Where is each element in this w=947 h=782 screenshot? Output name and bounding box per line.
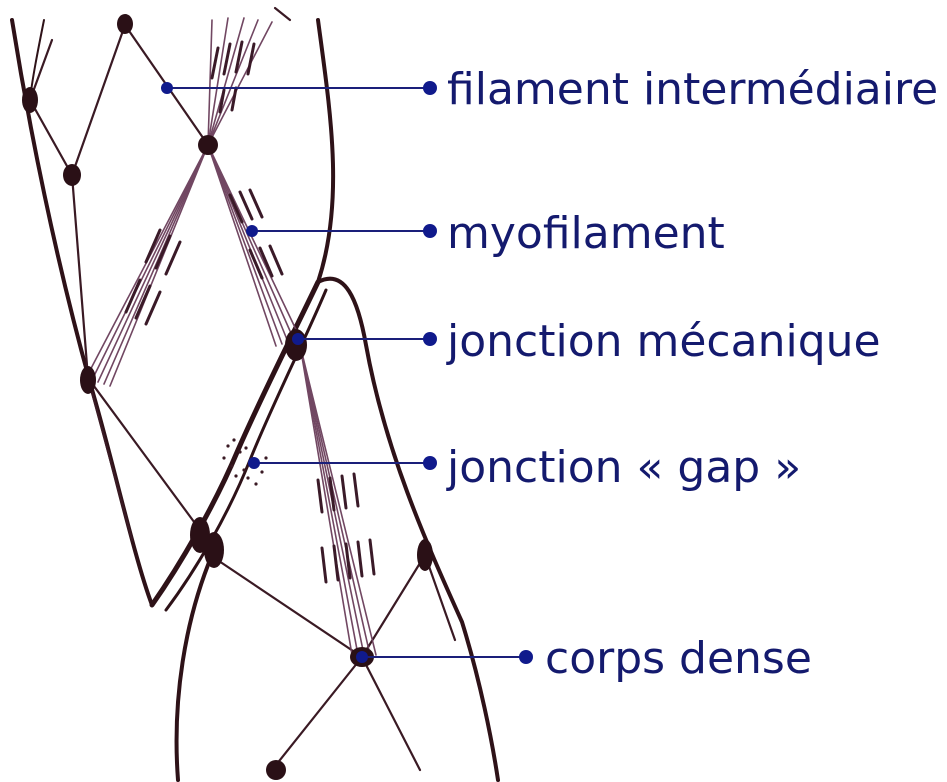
myofilament-strand: [208, 145, 276, 346]
speckle: [264, 456, 267, 459]
myofilament-strand: [208, 145, 282, 344]
leader-dot: [292, 333, 304, 345]
myofilament-strand: [208, 145, 294, 340]
myosin-dash: [322, 548, 326, 582]
dense-body: [117, 14, 133, 34]
speckle: [254, 482, 257, 485]
myofilament-strand: [208, 20, 258, 145]
filament-line: [362, 657, 420, 770]
dense-body: [266, 760, 286, 780]
myosin-dash: [136, 286, 150, 318]
label-filament-intermediaire: filament intermédiaire: [447, 68, 938, 112]
filament-line: [88, 378, 200, 530]
myosin-dashes: [126, 42, 374, 582]
myofilament-strand: [110, 145, 208, 386]
leader-dot: [423, 224, 437, 238]
dense-body: [204, 532, 224, 568]
speckle: [260, 470, 263, 473]
label-myofilament: myofilament: [447, 212, 725, 256]
leader-dot: [248, 457, 260, 469]
myosin-dash: [370, 540, 374, 574]
filament-line: [362, 555, 425, 657]
myofilaments: [86, 18, 376, 655]
myofilament-strand: [208, 18, 244, 145]
speckle: [226, 444, 229, 447]
dense-body: [80, 366, 96, 394]
label-jonction-gap: jonction « gap »: [447, 446, 801, 490]
myosin-dash: [354, 474, 358, 506]
myofilament-strand: [208, 145, 288, 342]
myofilament-strand: [300, 345, 358, 655]
myosin-dash: [270, 246, 282, 274]
myosin-dash: [232, 88, 236, 110]
label-corps-dense: corps dense: [545, 637, 812, 681]
leader-dot: [423, 332, 437, 346]
filament-line: [210, 555, 362, 657]
myosin-dash: [318, 480, 322, 512]
leader-dot: [519, 650, 533, 664]
dense-body: [63, 164, 81, 186]
leader-dot: [161, 82, 173, 94]
speckle: [244, 446, 247, 449]
myosin-dash: [250, 190, 262, 217]
dense-bodies: [22, 14, 433, 780]
filament-line: [88, 378, 132, 540]
leader-dot: [356, 651, 368, 663]
myofilament-strand: [300, 345, 376, 655]
speckle: [222, 456, 225, 459]
label-jonction-mecanique: jonction mécanique: [447, 320, 881, 364]
myosin-dash: [334, 546, 338, 580]
speckle: [238, 450, 241, 453]
speckle: [246, 476, 249, 479]
filament-line: [275, 8, 290, 20]
speckle: [242, 468, 245, 471]
dense-body: [417, 539, 433, 571]
filament-line: [272, 657, 362, 770]
myosin-dash: [146, 292, 160, 324]
myosin-dash: [220, 90, 224, 112]
dense-body: [198, 135, 218, 155]
cell-outlines: [12, 20, 498, 780]
myosin-dash: [166, 242, 180, 274]
speckle: [232, 438, 235, 441]
leader-dot: [246, 225, 258, 237]
speckle: [234, 474, 237, 477]
dense-body: [22, 87, 38, 113]
myofilament-strand: [92, 145, 208, 380]
myofilament-strand: [300, 345, 370, 655]
myofilament-strand: [208, 145, 300, 338]
leader-dot: [423, 81, 437, 95]
myosin-dash: [212, 48, 218, 78]
myofilament-strand: [98, 145, 208, 382]
leader-dot: [423, 456, 437, 470]
myosin-dash: [260, 248, 272, 276]
myosin-dash: [358, 542, 362, 576]
upper-cell-right-border: [318, 20, 333, 282]
speckle: [230, 464, 233, 467]
filament-line: [72, 25, 125, 175]
myosin-dash: [342, 476, 346, 508]
